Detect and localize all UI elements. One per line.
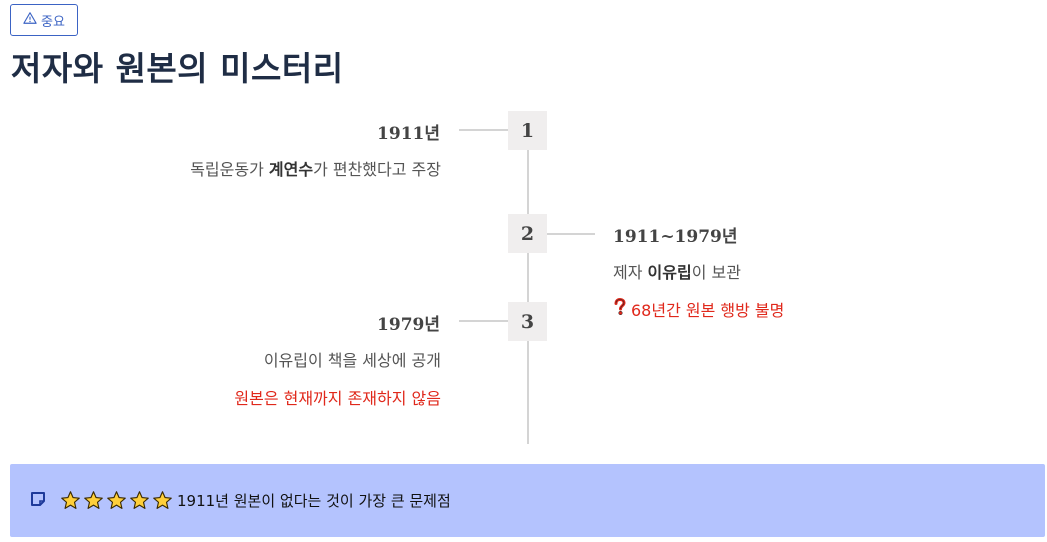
timeline-date-1: 1911년: [377, 124, 440, 144]
warning-icon: [23, 11, 37, 29]
timeline-axis: [527, 131, 529, 444]
question-icon: [613, 297, 627, 320]
timeline-note-2: 68년간 원본 행방 불명: [613, 297, 784, 321]
summary-callout: 1911년 원본이 없다는 것이 가장 큰 문제점: [10, 464, 1045, 537]
badge-label: 중요: [41, 14, 65, 30]
timeline-connector: [459, 320, 509, 322]
page-title: 저자와 원본의 미스터리: [11, 49, 344, 88]
timeline-date-3: 1979년: [377, 315, 440, 335]
callout-text: 1911년 원본이 없다는 것이 가장 큰 문제점: [177, 492, 451, 510]
timeline-connector: [547, 233, 595, 235]
star-icon: [130, 491, 149, 509]
importance-badge: 중요: [10, 4, 78, 36]
timeline-connector: [459, 129, 509, 131]
star-icon: [61, 491, 80, 509]
timeline-date-2: 1911~1979년: [613, 227, 738, 247]
timeline-desc-2: 제자 이유립이 보관: [613, 263, 741, 282]
timeline-note-3: 원본은 현재까지 존재하지 않음: [234, 389, 441, 408]
timeline-step-3: 3: [508, 302, 547, 341]
timeline-step-1: 1: [508, 111, 547, 150]
star-icon: [107, 491, 126, 509]
timeline-desc-3: 이유립이 책을 세상에 공개: [263, 351, 441, 370]
note-icon: [30, 491, 46, 511]
star-rating: [60, 490, 173, 511]
star-icon: [84, 491, 103, 509]
timeline-step-2: 2: [508, 214, 547, 253]
star-icon: [153, 491, 172, 509]
timeline-desc-1: 독립운동가 계연수가 편찬했다고 주장: [190, 160, 441, 179]
